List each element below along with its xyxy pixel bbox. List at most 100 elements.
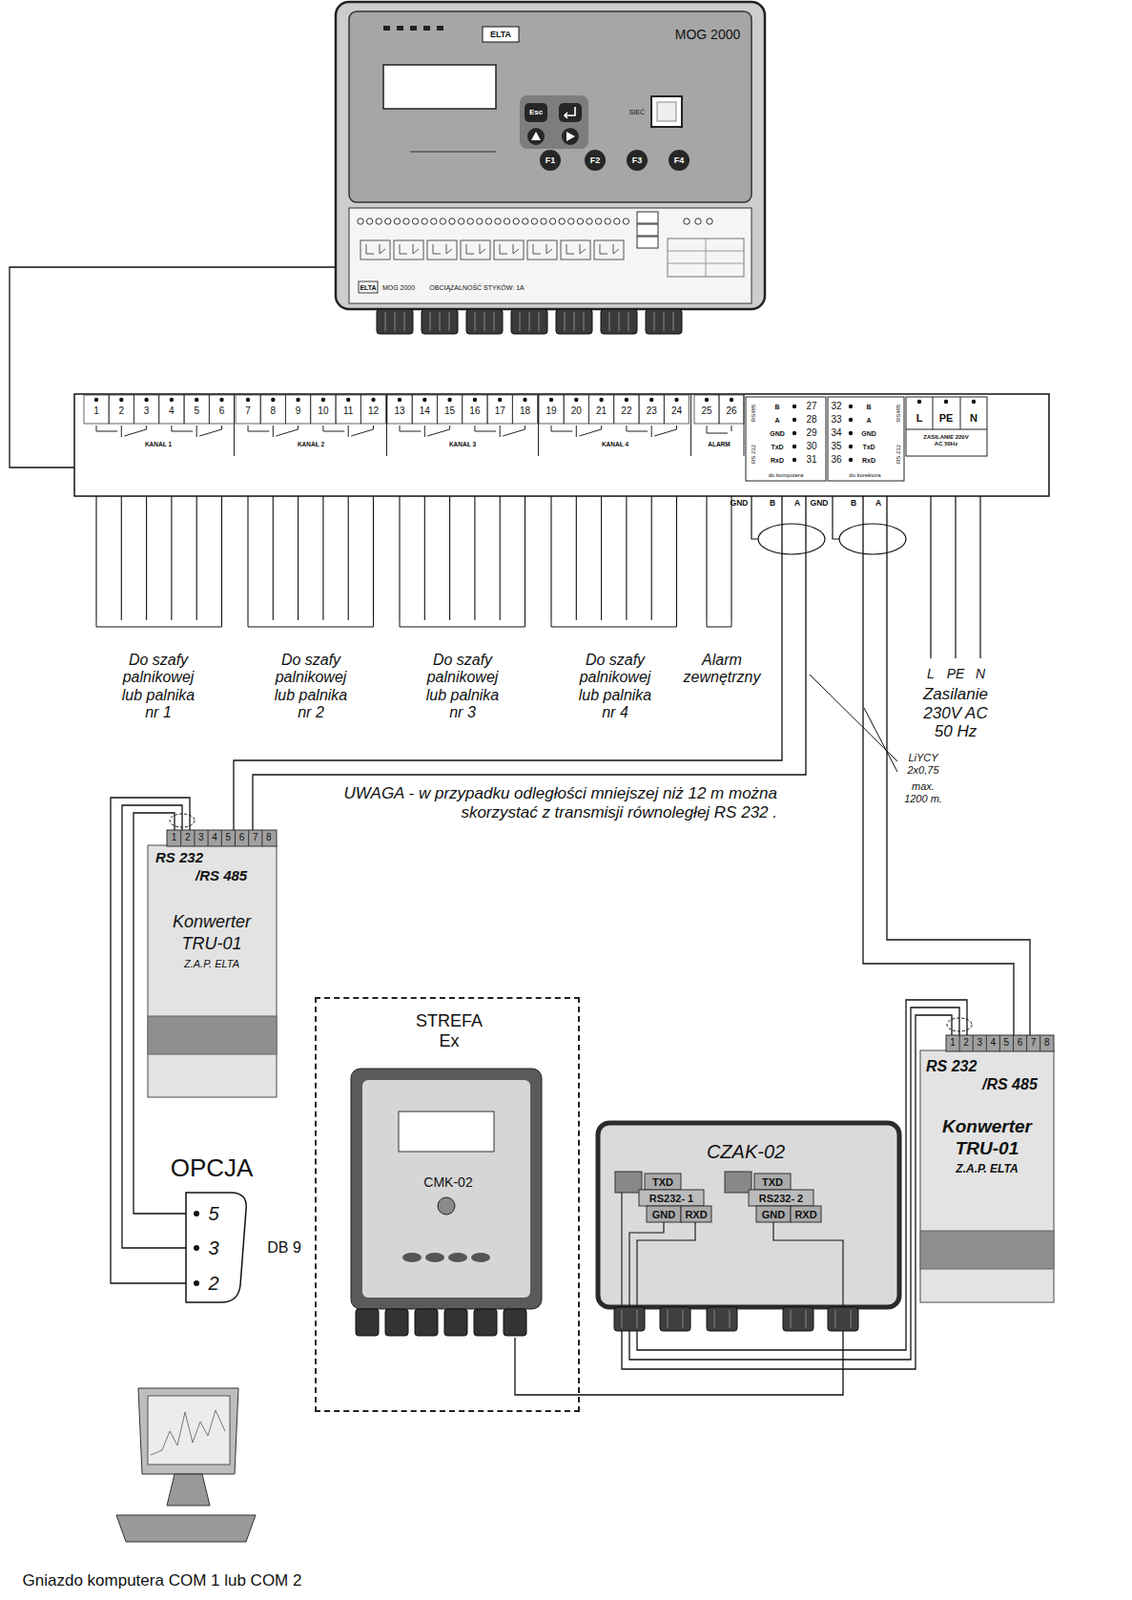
device-terminals (533, 244, 553, 254)
node-text: MOG 2000 (382, 284, 415, 291)
node-text: 3 (207, 1237, 219, 1257)
node-text: 17 (494, 406, 506, 416)
device-terminals (637, 211, 659, 224)
db9-shape (193, 1279, 200, 1286)
node-text: Z.A.P. ELTA (184, 958, 240, 969)
node-text: RS485 (895, 404, 902, 422)
db9-shape (193, 1210, 200, 1216)
converter-terminal (1012, 1034, 1014, 1051)
strip-terminal (792, 457, 797, 462)
device-terminals (357, 211, 744, 277)
device-terminals (706, 218, 713, 225)
device-terminals (599, 244, 619, 254)
strip-terminal (705, 495, 707, 620)
signal-name: GND (730, 498, 749, 509)
mog-2000-device (410, 25, 417, 31)
node-text: 5 (226, 832, 232, 843)
node-text: 30 (805, 441, 817, 452)
strip-terminal (169, 397, 174, 402)
pin-name: L (926, 665, 935, 681)
destination-note: Do szafy palnikowej lub palnika nr 3 (421, 651, 504, 722)
node-text: TRU-01 (181, 934, 242, 952)
destination-note: Do szafy palnikowej lub palnika nr 1 (117, 651, 200, 722)
mog-2000-device (527, 127, 545, 145)
cable-gland (355, 1308, 379, 1336)
mog-2000-device (524, 102, 548, 123)
signal-name: GND (810, 498, 829, 509)
strip-terminal (121, 495, 123, 620)
node-text: OBCIĄŻALNOŚĆ STYKÓW: 1A (429, 284, 524, 291)
mog-2000-device (531, 131, 541, 141)
strip-terminal (550, 495, 552, 620)
computer-icon (150, 1409, 226, 1455)
device-terminals (375, 218, 382, 225)
strip-terminal (83, 393, 853, 627)
node-text: KANAŁ 2 (297, 441, 325, 449)
strip-terminal (196, 495, 198, 620)
czak-02-box (644, 1173, 681, 1190)
node-text: 11 (343, 406, 353, 416)
device-terminals (540, 218, 547, 225)
wire (133, 812, 186, 1214)
strip-terminal (551, 425, 602, 437)
strip-terminal (272, 495, 274, 620)
strip-terminal (848, 444, 853, 449)
node-text: 4 (990, 1037, 997, 1048)
strip-terminal (323, 425, 374, 437)
wire (252, 495, 806, 830)
device-terminals (499, 244, 519, 254)
device-terminals (431, 218, 437, 225)
strip-terminal (194, 397, 199, 402)
node-text: 4 (211, 832, 218, 843)
device-terminals (476, 218, 483, 225)
node-text: do komputera (768, 472, 804, 478)
mog-2000-device (668, 149, 690, 171)
node-text: RxD (770, 456, 784, 464)
device-terminals (576, 218, 583, 225)
strip-terminal (638, 394, 664, 424)
cable-gland (614, 1306, 645, 1331)
strip-terminal (792, 404, 797, 409)
node-text: 6 (239, 832, 246, 843)
cable-gland (421, 308, 458, 334)
mog-2000-device (383, 25, 391, 31)
mog-2000-device (436, 25, 444, 31)
converter-body (166, 829, 277, 846)
strip-terminal (335, 394, 361, 424)
node-text: 27 (805, 401, 817, 412)
cable-gland (600, 308, 638, 334)
cmk-02-meter (437, 1196, 455, 1215)
strip-terminal (295, 397, 300, 402)
cable-gland (609, 311, 629, 331)
strip-terminal (473, 495, 475, 620)
strip-terminal (626, 425, 678, 437)
db9-connector: 532DB 9 (185, 1190, 306, 1304)
strip-terminal (792, 444, 797, 449)
node-text: 2 (207, 1273, 219, 1293)
mog-2000-device (561, 127, 579, 145)
node-text: 2 (185, 832, 191, 843)
device-terminals (667, 238, 744, 277)
strip-terminal (694, 394, 720, 424)
device-terminals (393, 240, 424, 260)
strip-terminal (233, 393, 235, 456)
terminal-strip-body (74, 393, 1050, 496)
leader-line (809, 674, 898, 772)
meter-device: CMK-02 (352, 1070, 544, 1338)
strip-terminal (848, 431, 853, 435)
czak-02-box (597, 1122, 900, 1307)
converter-terminal (234, 829, 236, 846)
node-text: KANAŁ 4 (601, 441, 629, 449)
node-text: SIEĆ (629, 108, 645, 116)
device-terminals (427, 240, 457, 260)
node-text: GND (761, 1209, 785, 1220)
node-text: 5 (207, 1203, 219, 1223)
node-text: RS 232 (895, 444, 902, 464)
cable-gland (466, 308, 503, 334)
node-text: 25 (700, 406, 712, 416)
wire (886, 495, 1030, 1035)
converter-terminal (1026, 1034, 1028, 1051)
node-text: ELTA (359, 284, 376, 291)
node-text: 8 (266, 832, 272, 843)
caption: Gniazdo komputera COM 1 lub COM 2 (22, 1570, 303, 1590)
